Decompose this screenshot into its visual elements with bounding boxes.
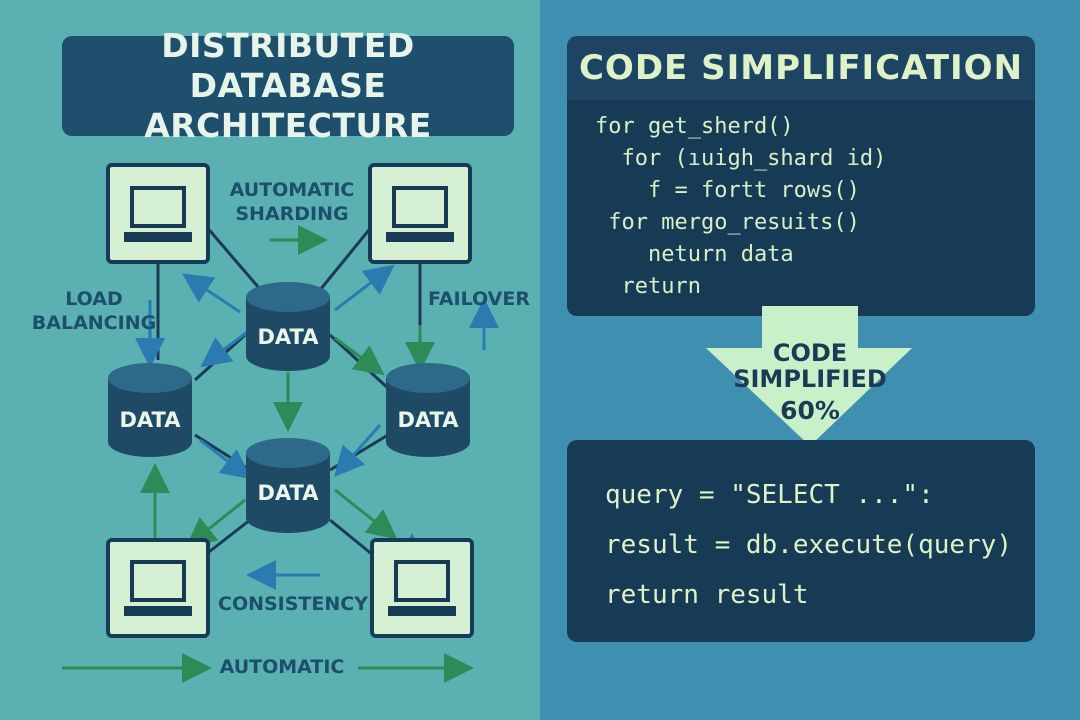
db-label-top: DATA xyxy=(257,325,319,349)
original-code-line: for mergo_resuits() xyxy=(595,210,860,235)
db-label-right: DATA xyxy=(397,408,459,432)
database-cylinder-right xyxy=(386,363,470,457)
simplified-code-line: result = db.execute(query) xyxy=(605,530,1012,560)
monitor-icon xyxy=(130,186,186,228)
monitor-icon xyxy=(130,560,186,602)
diagram-title-line1: DISTRIBUTED DATABASE xyxy=(161,26,415,105)
arrow-label-line2: SIMPLIFIED xyxy=(733,365,887,393)
original-code-line: for (ıuigh_shard id) xyxy=(595,146,887,171)
original-code-block: for get_sherd() for (ıuigh_shard id) f =… xyxy=(567,100,1035,316)
label-automatic-sharding-line1: AUTOMATIC xyxy=(229,179,355,201)
label-consistency: CONSISTENCY xyxy=(218,593,368,615)
computer-node-top-left xyxy=(106,163,210,264)
monitor-icon xyxy=(394,560,450,602)
architecture-diagram xyxy=(62,163,499,683)
code-title: CODE SIMPLIFICATION xyxy=(567,36,1035,100)
simplified-code-line: query = "SELECT ...": xyxy=(605,480,934,510)
label-load-balancing-line1: LOAD xyxy=(65,288,123,310)
label-failover: FAILOVER xyxy=(428,288,530,310)
label-load-balancing-line2: BALANCING xyxy=(31,312,157,334)
db-label-left: DATA xyxy=(119,408,181,432)
monitor-icon xyxy=(392,186,448,228)
original-code-line: return xyxy=(595,274,701,299)
simplified-code-line: return result xyxy=(605,580,809,610)
computer-node-top-right xyxy=(368,163,472,264)
database-cylinder-center xyxy=(246,438,330,533)
diagram-title-line2: ARCHITECTURE xyxy=(144,106,432,145)
db-label-center: DATA xyxy=(257,481,319,505)
database-cylinder-top xyxy=(246,282,330,371)
computer-node-bottom-right xyxy=(370,538,474,638)
label-automatic: AUTOMATIC xyxy=(219,656,345,678)
database-cylinder-left xyxy=(108,363,192,457)
original-code-line: for get_sherd() xyxy=(595,114,794,139)
label-load-balancing: LOAD BALANCING xyxy=(30,287,158,335)
green-arrows xyxy=(62,225,474,683)
label-automatic-sharding-line2: SHARDING xyxy=(235,203,349,225)
arrow-label-line1: CODE xyxy=(772,339,848,367)
computer-node-bottom-left xyxy=(106,538,210,638)
original-code-line: f = fortt rows() xyxy=(595,178,860,203)
arrow-value: 60% xyxy=(780,396,840,425)
simplified-code-block: query = "SELECT ...": result = db.execut… xyxy=(567,440,1035,642)
original-code-line: neturn data xyxy=(595,242,794,267)
diagram-title: DISTRIBUTED DATABASE ARCHITECTURE xyxy=(62,26,514,145)
label-automatic-sharding: AUTOMATIC SHARDING xyxy=(222,178,362,226)
